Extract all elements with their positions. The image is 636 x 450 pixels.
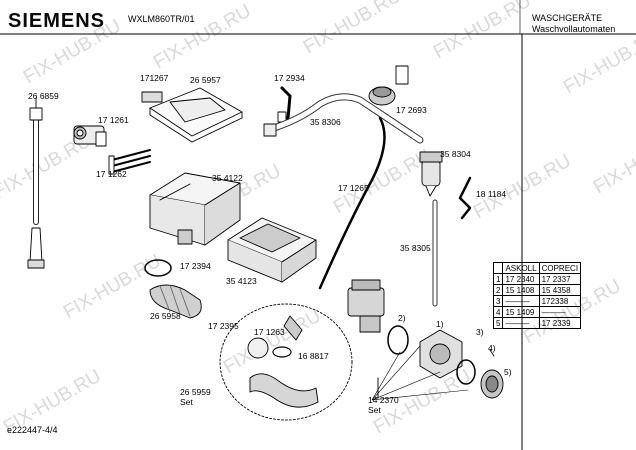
bracket-181184 bbox=[458, 176, 472, 220]
label-168817: 16 8817 bbox=[298, 351, 329, 361]
label-358304: 35 8304 bbox=[440, 149, 471, 159]
pump-housing-1 bbox=[419, 329, 463, 379]
table-cell: 4 bbox=[492, 306, 504, 318]
label-142370-set: Set bbox=[368, 405, 381, 415]
label-171265: 17 1265 bbox=[338, 183, 369, 193]
label-354122: 35 4122 bbox=[212, 173, 243, 183]
label-354123: 35 4123 bbox=[226, 276, 257, 286]
table-cell: 5 bbox=[492, 317, 504, 329]
label-171263: 17 1263 bbox=[254, 327, 285, 337]
brand-logo: SIEMENS bbox=[8, 10, 106, 32]
pump-leader-lines bbox=[371, 345, 469, 401]
label-266859: 26 6859 bbox=[28, 91, 59, 101]
table-row: 2 15 1408 15 4358 bbox=[492, 284, 582, 296]
filter-358304 bbox=[419, 151, 443, 197]
seal-ring-2 bbox=[387, 325, 409, 355]
pressure-switch-172693 bbox=[368, 65, 409, 106]
label-172693: 17 2693 bbox=[396, 105, 427, 115]
set-circle-265959 bbox=[219, 303, 353, 421]
table-header-row: ASKOLL COPRECI bbox=[492, 262, 582, 274]
table-cell: 17 2337 bbox=[538, 273, 582, 285]
drawer-housing-354122 bbox=[149, 172, 241, 246]
table-row: 5 ——— 17 2339 bbox=[492, 317, 582, 329]
table-cell: 17 2340 bbox=[502, 273, 540, 285]
table-header-cell: ASKOLL bbox=[502, 262, 540, 274]
drain-pump-142370 bbox=[347, 279, 385, 333]
table-cell: 2 bbox=[492, 284, 504, 296]
dispenser-cover-265957 bbox=[141, 87, 243, 143]
table-cell: ——— bbox=[502, 295, 540, 307]
document-code: e222447-4/4 bbox=[7, 425, 58, 435]
category-subtitle: Waschvollautomaten bbox=[532, 24, 616, 34]
drain-hose-set bbox=[247, 315, 319, 408]
label-n2: 2) bbox=[398, 313, 406, 323]
label-265958: 26 5958 bbox=[150, 311, 181, 321]
hose-172934 bbox=[277, 86, 292, 124]
table-header-cell: COPRECI bbox=[538, 262, 582, 274]
rail-171262 bbox=[108, 149, 151, 175]
label-171262: 17 1262 bbox=[96, 169, 127, 179]
label-265959-set: Set bbox=[180, 397, 193, 407]
table-row: 3 ——— 172338 bbox=[492, 295, 582, 307]
filter-cap-5 bbox=[480, 369, 504, 399]
label-171261: 17 1261 bbox=[98, 115, 129, 125]
table-cell: 15 1408 bbox=[502, 284, 540, 296]
label-181184: 18 1184 bbox=[476, 189, 507, 199]
supplier-cross-reference-table: ASKOLL COPRECI 1 17 2340 17 2337 2 15 14… bbox=[492, 262, 582, 329]
table-cell: 172338 bbox=[538, 295, 582, 307]
label-142370: 14 2370 bbox=[368, 395, 399, 405]
clamp-172394 bbox=[144, 259, 172, 277]
table-cell: 15 4358 bbox=[538, 284, 582, 296]
model-number: WXLM860TR/01 bbox=[128, 14, 195, 24]
table-cell: 17 2339 bbox=[538, 317, 582, 329]
tube-171265 bbox=[318, 116, 386, 290]
label-172395: 17 2395 bbox=[208, 321, 239, 331]
label-171267: 171267 bbox=[140, 73, 169, 83]
label-n1: 1) bbox=[436, 319, 444, 329]
label-n3: 3) bbox=[476, 327, 484, 337]
table-cell: 1 bbox=[492, 273, 504, 285]
seal-ring-4 bbox=[456, 359, 476, 385]
table-cell: 3 bbox=[492, 295, 504, 307]
label-358306: 35 8306 bbox=[310, 117, 341, 127]
bellows-hose-265958 bbox=[149, 284, 202, 319]
pipe-358306 bbox=[263, 93, 424, 144]
table-header-cell bbox=[492, 262, 504, 274]
hose-266859 bbox=[27, 107, 45, 269]
table-row: 4 15 1409 ——— bbox=[492, 306, 582, 318]
table-cell: ——— bbox=[502, 317, 540, 329]
label-n4: 4) bbox=[488, 343, 496, 353]
table-row: 1 17 2340 17 2337 bbox=[492, 273, 582, 285]
label-n5: 5) bbox=[504, 367, 512, 377]
table-cell: ——— bbox=[538, 306, 582, 318]
label-172394: 17 2394 bbox=[180, 261, 211, 271]
label-265957: 26 5957 bbox=[190, 75, 221, 85]
valve-171261 bbox=[73, 125, 107, 147]
drawer-354123 bbox=[227, 217, 317, 283]
category-title: WASCHGERÄTE bbox=[532, 13, 603, 23]
label-358305: 35 8305 bbox=[400, 243, 431, 253]
table-cell: 15 1409 bbox=[502, 306, 540, 318]
clip-168817 bbox=[272, 346, 292, 358]
label-265959: 26 5959 bbox=[180, 387, 211, 397]
label-172934: 17 2934 bbox=[274, 73, 305, 83]
pin-171263 bbox=[283, 315, 303, 341]
